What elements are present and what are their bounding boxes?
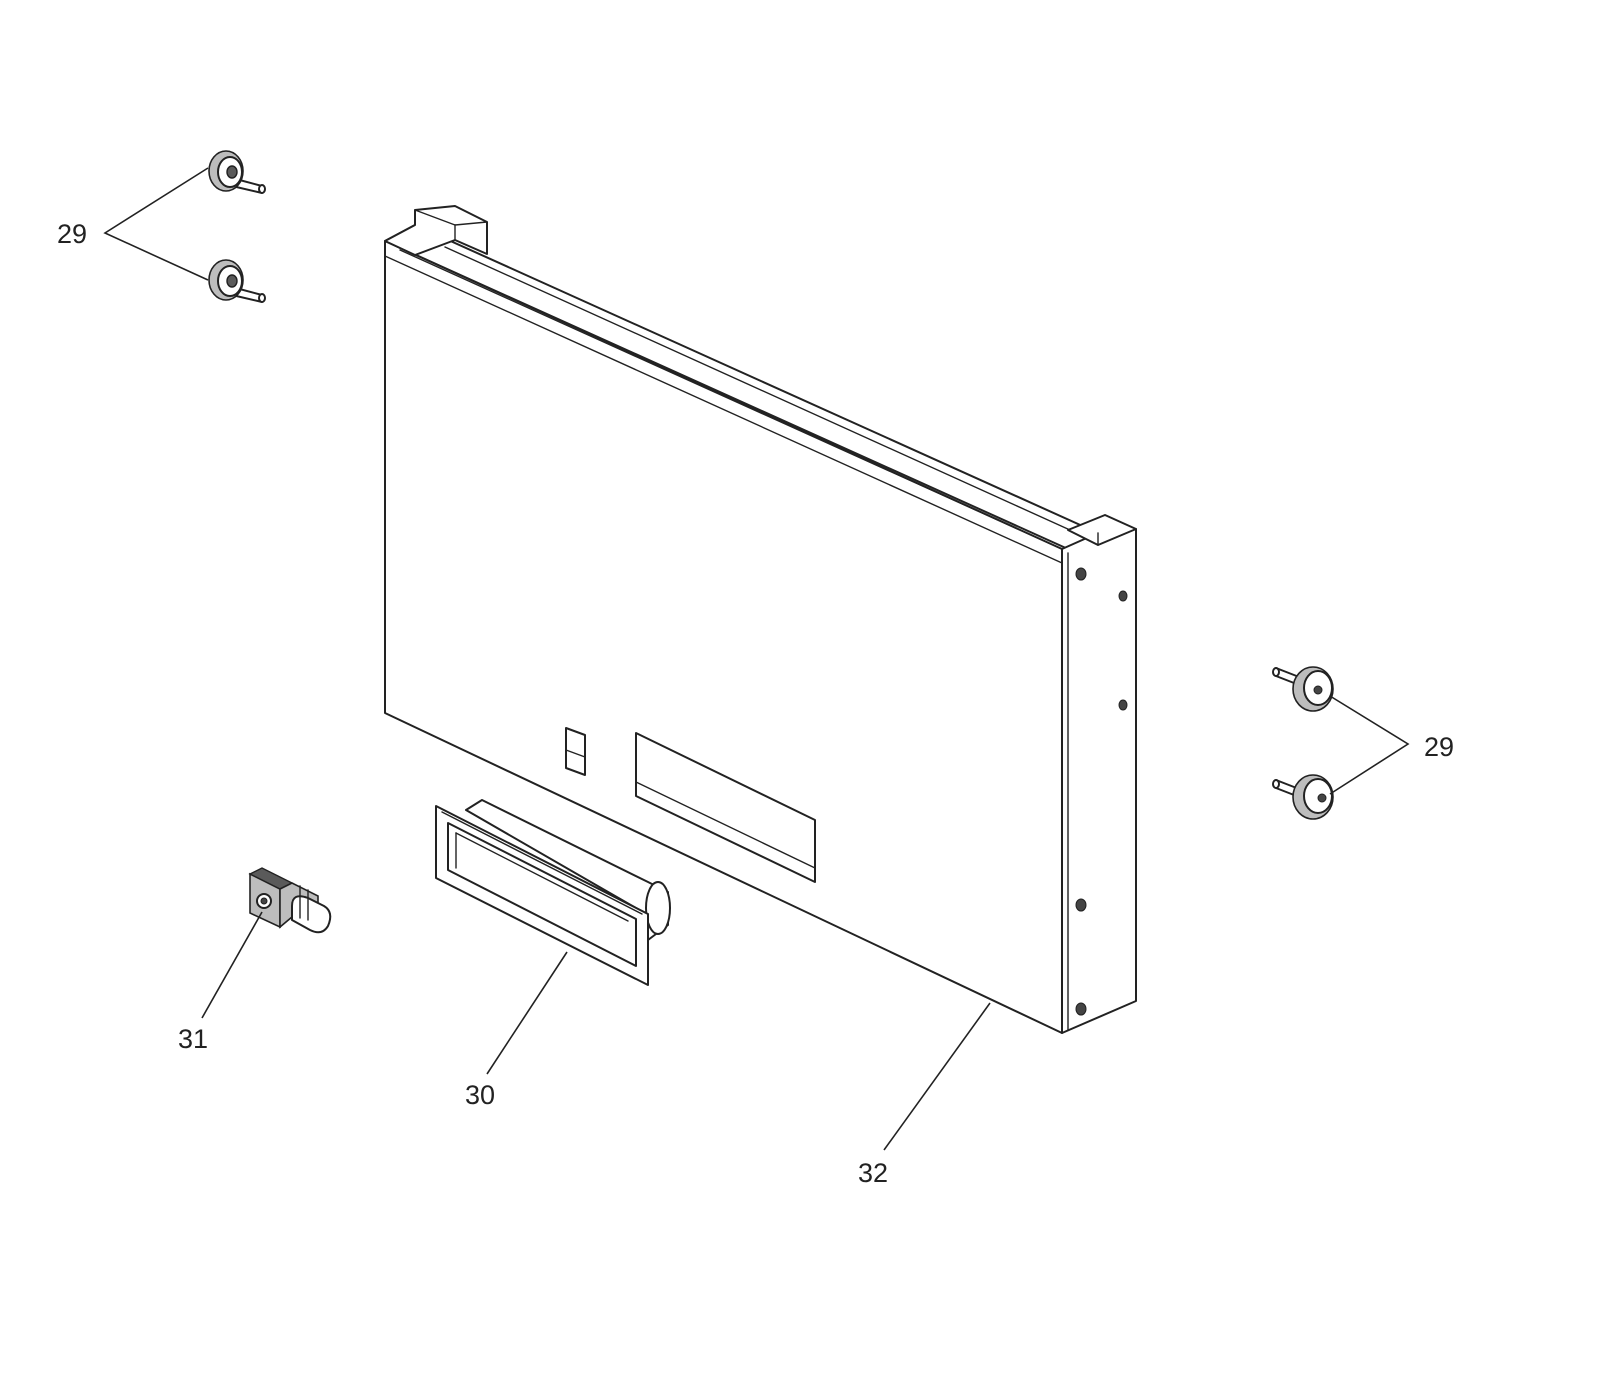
callout-29-top-left: 29 xyxy=(57,219,87,249)
latch-clip-icon xyxy=(248,867,332,934)
callout-31: 31 xyxy=(178,1024,208,1054)
callout-29-right: 29 xyxy=(1424,732,1454,762)
leader-lines xyxy=(103,167,1410,1151)
callout-30: 30 xyxy=(465,1080,495,1110)
recessed-handle-icon xyxy=(435,799,671,986)
knurled-screw-icon xyxy=(208,150,1334,820)
callout-32: 32 xyxy=(858,1158,888,1188)
front-panel-icon xyxy=(384,205,1137,1034)
